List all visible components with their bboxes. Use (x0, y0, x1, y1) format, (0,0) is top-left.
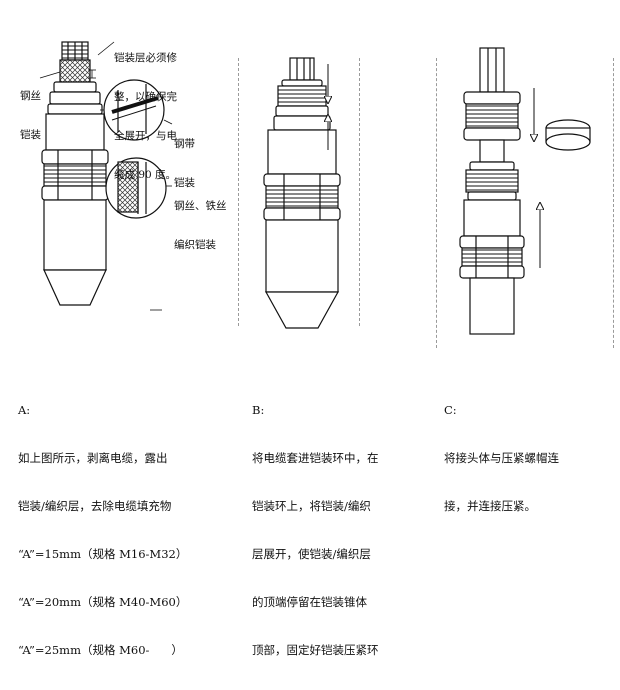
step-c-line: 将接头体与压紧螺帽连 (444, 451, 559, 465)
label-steel-wire-armor: 钢丝 铠装 (20, 64, 41, 168)
armor-cone-sleeve (43, 199, 107, 271)
label-line: 钢丝、铁丝 (174, 200, 227, 212)
panel-a-drawing (39, 41, 173, 311)
compression-nut (465, 103, 519, 129)
panel-c-border (436, 58, 614, 348)
gland-body-c (463, 199, 521, 237)
step-a-line: “A”=25mm（规格 M60- ） (18, 643, 183, 657)
panel-c-drawing (459, 47, 591, 335)
step-a-line: “A”=15mm（规格 M16-M32） (18, 547, 188, 561)
armor-wires (59, 59, 91, 83)
step-a-text: A: 如上图所示，剥离电缆，露出 铠装/编织层，去除电缆填充物 “A”=15mm… (18, 370, 187, 690)
step-b-line: 的顶端停留在铠装锥体 (252, 595, 367, 609)
label-braided-armor: 钢丝、铁丝 编织铠装 (174, 174, 227, 278)
cable-cores-c (479, 47, 505, 93)
label-line: 编织铠装 (174, 239, 216, 251)
cable-c (469, 277, 515, 335)
step-a-line: “A”=20mm（规格 M40-M60） (18, 595, 188, 609)
label-line: 铠装 (20, 129, 41, 141)
gland-body-b (267, 129, 337, 175)
label-line: 全展开，与电 (114, 130, 177, 142)
step-b-line: 顶部，固定好铠装压紧环 (252, 643, 379, 657)
step-b-line: 层展开，使铠装/编织层 (252, 547, 371, 561)
label-line: 钢带 (174, 138, 195, 150)
label-armor-note: 铠装层必须修 整，以确保完 全展开，与电 缆成 90 度。 (114, 26, 177, 208)
armor-ring (277, 85, 327, 107)
label-steel-tape-armor: 钢带 铠装 (174, 112, 195, 216)
label-line: 缆成 90 度。 (114, 169, 177, 181)
step-b-line: 铠装环上，将铠装/编织 (252, 499, 371, 513)
label-line: 钢丝 (20, 90, 41, 102)
label-line: 铠装 (174, 177, 195, 189)
panel-b-drawing (263, 57, 341, 329)
gland-body (45, 113, 105, 151)
step-a-letter: A: (18, 403, 31, 417)
label-line: 铠装层必须修 (114, 52, 177, 64)
step-c-line: 接，并连接压紧。 (444, 499, 536, 513)
step-a-line: 如上图所示，剥离电缆，露出 (18, 451, 168, 465)
step-a-line: 铠装/编织层，去除电缆填充物 (18, 499, 172, 513)
instruction-diagram: 钢丝 铠装 铠装层必须修 整，以确保完 全展开，与电 缆成 90 度。 钢带 铠… (18, 26, 614, 657)
seal-cone (43, 269, 107, 306)
step-b-text: B: 将电缆套进铠装环中，在 铠装环上，将铠装/编织 层展开，使铠装/编织层 的… (252, 370, 379, 690)
step-b-line: 将电缆套进铠装环中，在 (252, 451, 379, 465)
label-line: 整，以确保完 (114, 91, 177, 103)
panel-b-border (238, 58, 360, 326)
gland-drawings (39, 41, 591, 335)
step-c-letter: C: (444, 403, 457, 417)
step-c-text: C: 将接头体与压紧螺帽连 接，并连接压紧。 (444, 370, 559, 546)
step-b-letter: B: (252, 403, 265, 417)
